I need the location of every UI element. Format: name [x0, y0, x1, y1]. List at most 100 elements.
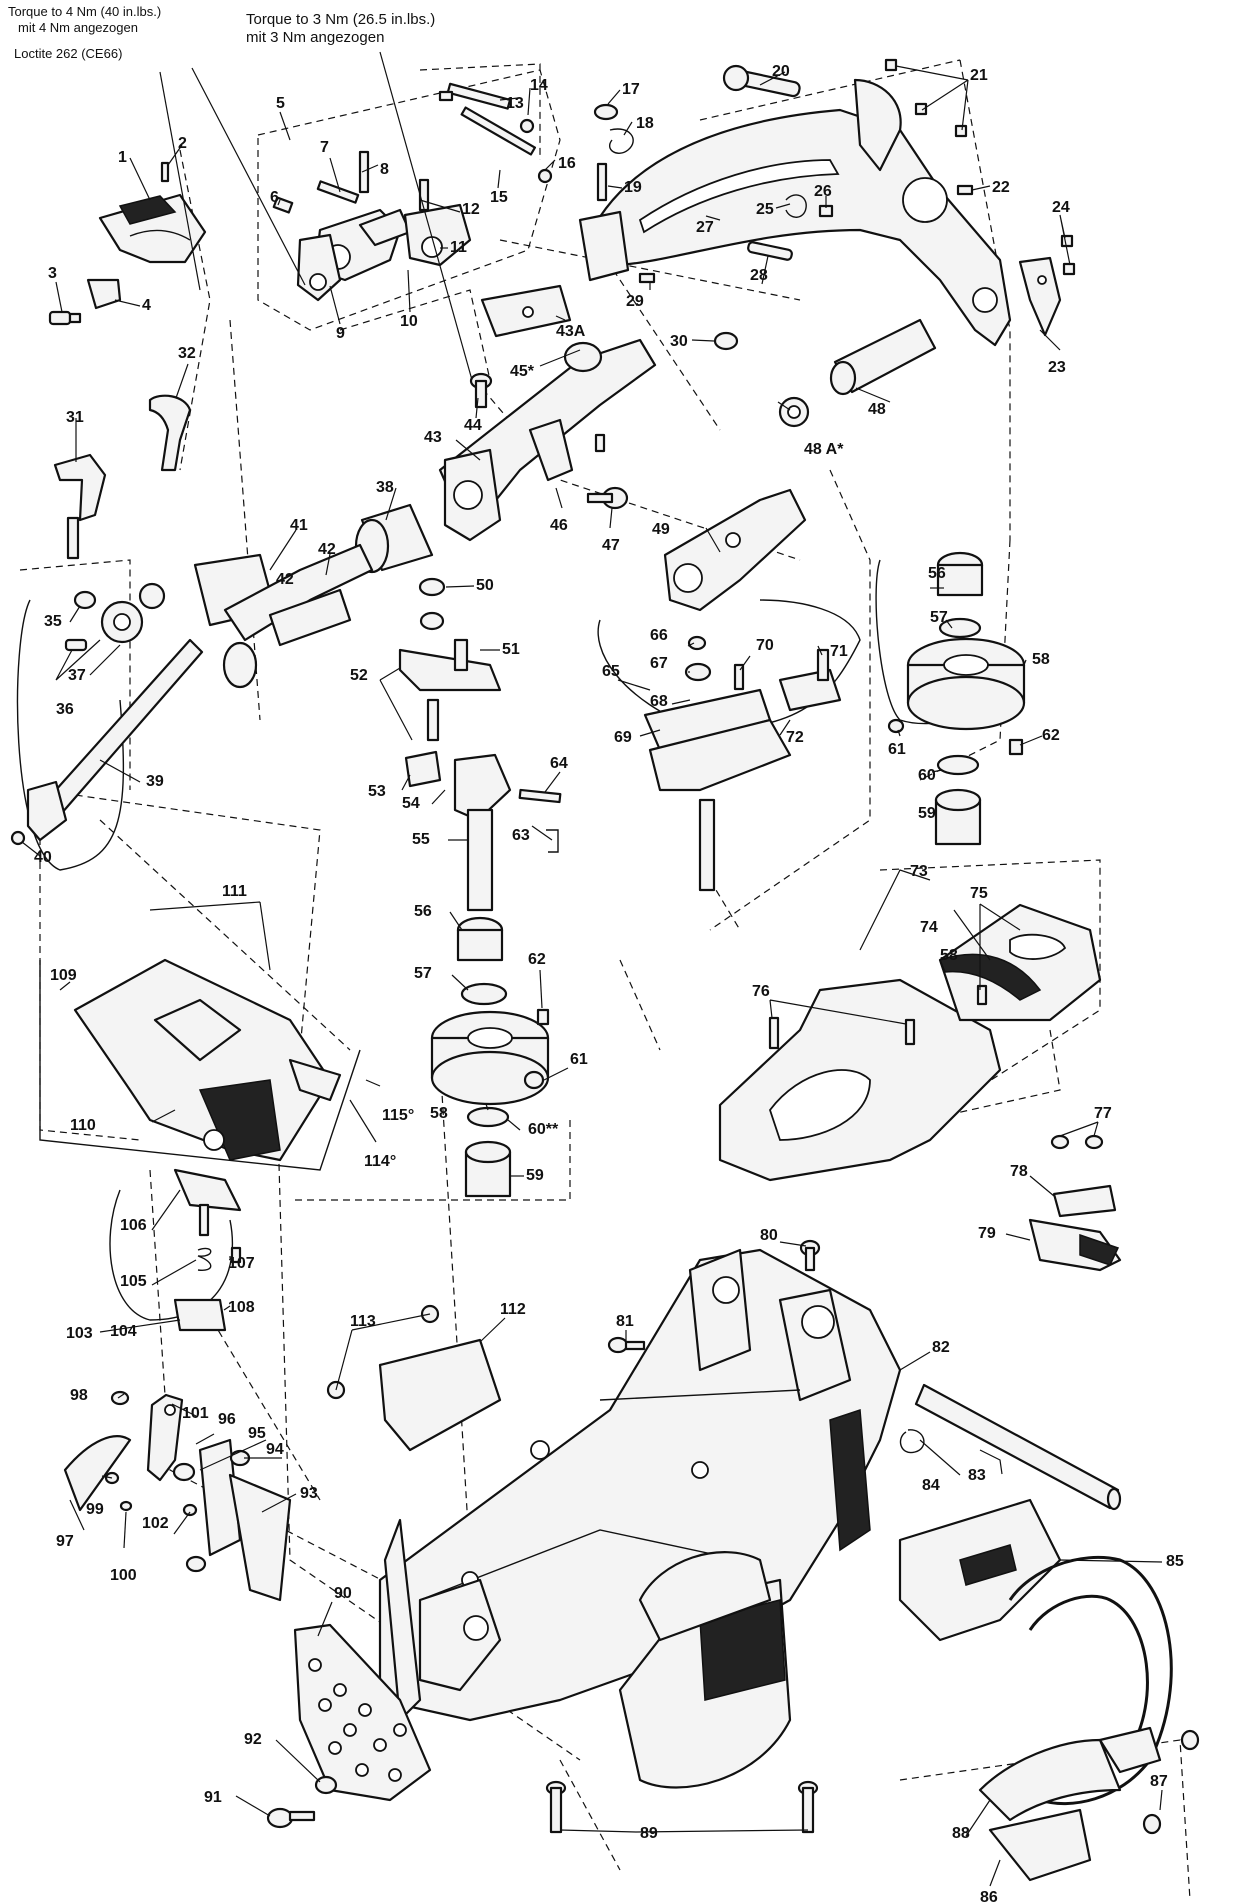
label-43: 43: [424, 429, 442, 446]
parts-56-62-gear-stack-right: [887, 551, 1026, 846]
label-109: 109: [50, 967, 77, 984]
part-28-pin: [747, 241, 793, 261]
part-4-clip: [86, 278, 122, 310]
label-65: 65: [602, 663, 620, 680]
label-98: 98: [70, 1387, 88, 1404]
label-114: 114°: [364, 1153, 396, 1170]
label-22: 22: [992, 179, 1010, 196]
torque-note-3nm: Torque to 3 Nm (26.5 in.lbs.): [246, 11, 436, 28]
label-58-gear-right: 58: [1032, 651, 1050, 668]
parts-103-110-left-cover: [73, 958, 342, 1332]
label-80: 80: [760, 1227, 778, 1244]
label-9: 9: [336, 325, 345, 342]
label-72: 72: [786, 729, 804, 746]
label-84: 84: [922, 1477, 940, 1494]
parts-31-32-hooks: [53, 394, 192, 560]
label-20: 20: [772, 63, 790, 80]
part-43a-plate: [480, 284, 572, 338]
label-17: 17: [622, 81, 640, 98]
part-18-spring-clip: [609, 128, 634, 154]
label-115: 115°: [382, 1107, 414, 1124]
label-16: 16: [558, 155, 576, 172]
label-89: 89: [640, 1825, 658, 1842]
label-32: 32: [178, 345, 196, 362]
label-37: 37: [68, 667, 86, 684]
label-10: 10: [400, 313, 418, 330]
part-2-pin: [160, 161, 170, 183]
parts-50-52-linkage: [398, 577, 502, 742]
label-96: 96: [218, 1411, 236, 1428]
label-24: 24: [1052, 199, 1070, 216]
label-57: 57: [414, 965, 432, 982]
label-111: 111: [222, 883, 247, 900]
label-58: 58: [430, 1105, 448, 1122]
label-43a: 43A: [556, 323, 586, 340]
label-27: 27: [696, 219, 714, 236]
label-41: 41: [290, 517, 308, 534]
parts-85-88-handle: [898, 1498, 1200, 1882]
label-8: 8: [380, 161, 389, 178]
parts-53-55-column: [404, 750, 512, 912]
label-75: 75: [970, 885, 988, 902]
label-108: 108: [228, 1299, 255, 1316]
label-45: 45*: [510, 363, 535, 380]
label-31: 31: [66, 409, 84, 426]
label-81: 81: [616, 1313, 634, 1330]
label-99: 99: [86, 1501, 104, 1518]
label-49: 49: [652, 521, 670, 538]
part-1-gear-segment: [98, 193, 207, 264]
label-64: 64: [550, 755, 568, 772]
label-83: 83: [968, 1467, 986, 1484]
label-110: 110: [70, 1117, 96, 1134]
label-88: 88: [952, 1825, 970, 1842]
label-7: 7: [320, 139, 329, 156]
label-29: 29: [626, 293, 644, 310]
part-19-screw: [596, 162, 608, 202]
label-56-right: 56: [928, 565, 946, 582]
label-107: 107: [228, 1255, 255, 1272]
parts-41-42-shaft: [193, 543, 374, 689]
part-24-screws: [1060, 234, 1076, 276]
label-54: 54: [402, 795, 420, 812]
label-106: 106: [120, 1217, 147, 1234]
parts-112-113-plate: [326, 1304, 502, 1452]
dashed-assembly-lines: [19, 59, 1191, 1901]
label-113: 113: [350, 1313, 376, 1330]
part-29-screw: [638, 272, 656, 284]
label-62: 62: [528, 951, 546, 968]
label-56: 56: [414, 903, 432, 920]
label-62-right: 62: [1042, 727, 1060, 744]
torque-note-4nm-german: mit 4 Nm angezogen: [18, 20, 138, 35]
label-4: 4: [142, 297, 151, 314]
label-50: 50: [476, 577, 494, 594]
parts-73-76-cover: [718, 903, 1102, 1182]
label-57-right: 57: [930, 609, 948, 626]
label-67: 67: [650, 655, 668, 672]
label-12: 12: [462, 201, 480, 218]
parts-77-79-blade: [1028, 1134, 1122, 1272]
label-103: 103: [66, 1325, 93, 1342]
label-63: 63: [512, 827, 530, 844]
label-52: 52: [350, 667, 368, 684]
label-100: 100: [110, 1567, 137, 1584]
label-101: 101: [182, 1405, 209, 1422]
label-14: 14: [530, 77, 548, 94]
label-79: 79: [978, 1225, 996, 1242]
label-59: 59: [526, 1167, 544, 1184]
parts-6-to-16-linkage-group: [272, 82, 553, 302]
label-39: 39: [146, 773, 164, 790]
label-71: 71: [830, 643, 848, 660]
label-93: 93: [300, 1485, 318, 1502]
part-20-to-27-arm: [578, 64, 1012, 347]
label-85: 85: [1166, 1553, 1184, 1570]
label-102: 102: [142, 1515, 169, 1532]
label-55: 55: [412, 831, 430, 848]
label-70: 70: [756, 637, 774, 654]
parts-93-102-bracket-group: [63, 1390, 292, 1602]
label-104: 104: [110, 1323, 137, 1340]
label-23: 23: [1048, 359, 1066, 376]
parts-65-72-lever-assembly: [643, 635, 842, 892]
label-38: 38: [376, 479, 394, 496]
part-48-sleeve: [829, 318, 937, 396]
